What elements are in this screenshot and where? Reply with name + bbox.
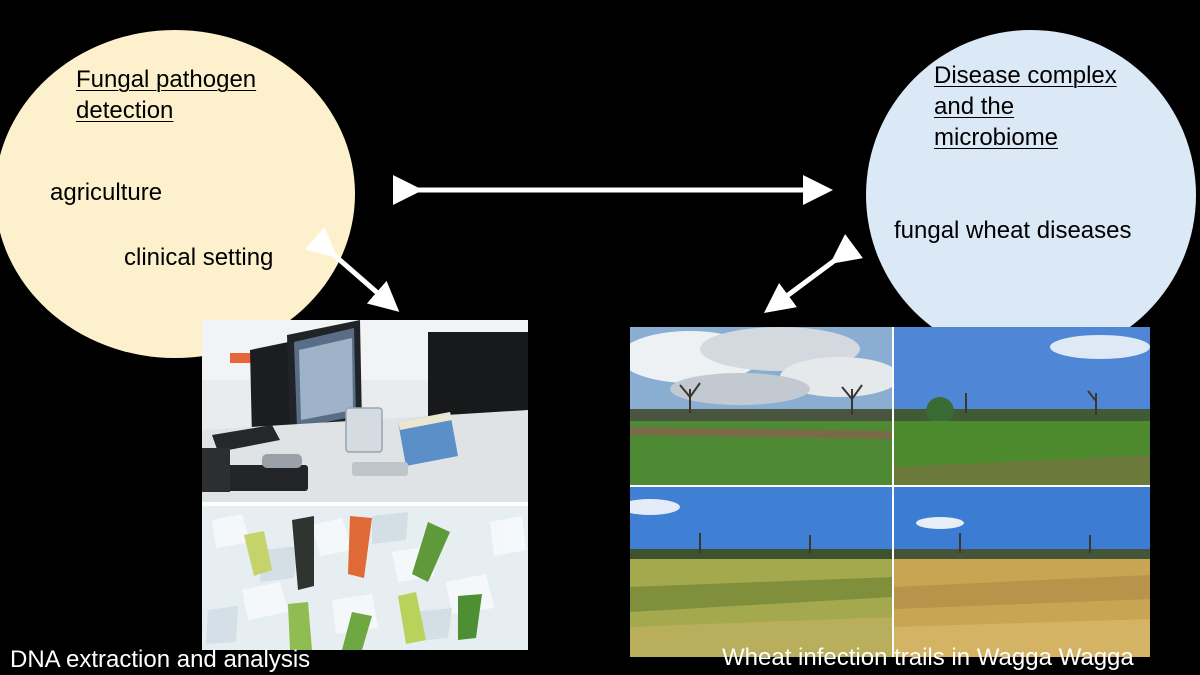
lab-photo-caption: DNA extraction and analysis (10, 646, 311, 673)
pathogen-detection-heading: Fungal pathogen detection (76, 66, 257, 124)
wheat-field-photo-image (630, 327, 1150, 657)
clinical-setting-label: clinical setting (124, 244, 274, 271)
fungal-wheat-diseases-label: fungal wheat diseases (894, 217, 1132, 244)
disease-complex-circle (866, 30, 1196, 360)
left-diagonal-double-arrow (304, 226, 400, 312)
field-photo-caption: Wheat infection trails in Wagga Wagga (722, 644, 1134, 671)
lab-photo-image (202, 320, 528, 650)
lab-photo (202, 320, 528, 650)
right-diagonal-double-arrow (763, 234, 863, 313)
disease-complex-heading: Disease complex and the microbiome (934, 62, 1117, 151)
wheat-field-photo (630, 327, 1150, 657)
pathogen-detection-circle (0, 30, 355, 358)
agriculture-label: agriculture (50, 179, 163, 206)
